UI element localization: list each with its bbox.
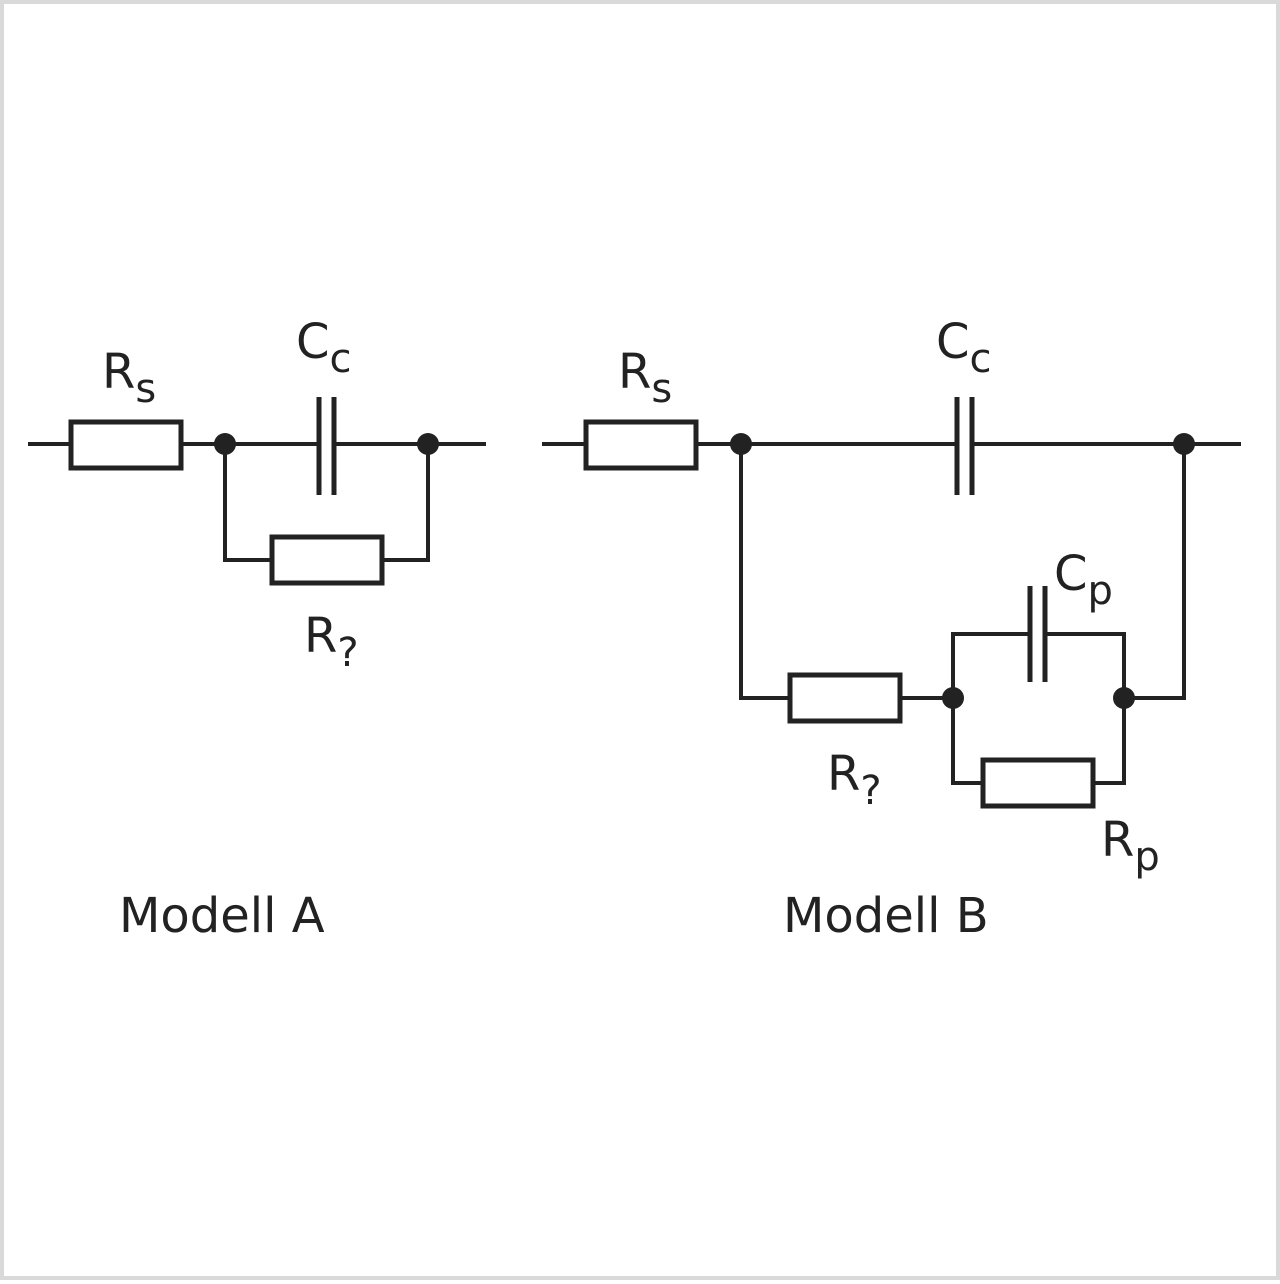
junction-node: [730, 433, 752, 455]
junction-node: [1113, 687, 1135, 709]
resistor-rp: [980, 757, 1096, 809]
junction-node: [214, 433, 236, 455]
junction-node: [1173, 433, 1195, 455]
resistor-rs: [583, 419, 699, 471]
circuit-diagram: Rs Cc R? Modell A Rs Cc Cp R?: [28, 314, 1241, 944]
caption-model-b: Modell B: [783, 888, 989, 944]
model-b: Rs Cc Cp R? Rp Modell B: [542, 314, 1241, 944]
wire: [951, 698, 983, 785]
model-a: Rs Cc R? Modell A: [28, 314, 486, 944]
caption-model-a: Modell A: [119, 888, 325, 944]
label-rq: R?: [827, 746, 882, 814]
label-rs: Rs: [618, 344, 672, 412]
wire: [1093, 698, 1126, 785]
wire: [951, 632, 1030, 698]
wire: [223, 444, 272, 562]
wire: [1124, 444, 1186, 700]
label-rs: Rs: [102, 344, 156, 412]
junction-node: [942, 687, 964, 709]
resistor-rq: [787, 672, 903, 724]
wire: [739, 444, 790, 700]
wire: [382, 444, 430, 562]
label-cc: Cc: [936, 314, 992, 382]
label-cp: Cp: [1054, 546, 1113, 614]
wire: [1045, 632, 1126, 698]
label-cc: Cc: [296, 314, 352, 382]
junction-node: [417, 433, 439, 455]
resistor-rq: [269, 534, 385, 586]
resistor-rs: [68, 419, 184, 471]
label-rp: Rp: [1101, 812, 1160, 880]
label-rq: R?: [304, 608, 359, 676]
